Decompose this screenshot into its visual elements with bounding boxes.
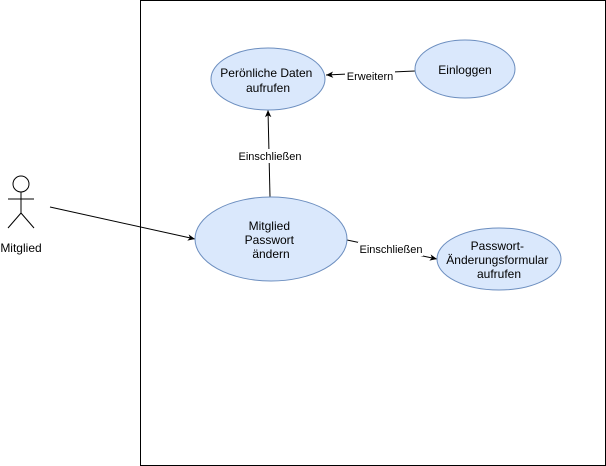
include-right-label: Einschließen bbox=[360, 244, 423, 256]
use-case-personal-data-line-1: Perönliche Daten bbox=[220, 66, 312, 80]
use-case-login-line-1: Einloggen bbox=[438, 63, 491, 77]
use-case-change-form-line-2: Änderungsformular bbox=[446, 253, 548, 267]
actor-left-leg bbox=[7, 212, 22, 229]
use-case-change-password-shape bbox=[194, 196, 348, 282]
use-case-change-form-line-3: aufrufen bbox=[477, 267, 521, 281]
use-case-change-form-shape bbox=[436, 227, 562, 291]
extend-label: Erweitern bbox=[347, 71, 393, 83]
actor-head bbox=[12, 175, 30, 193]
use-case-change-password-label: Mitglied Passwort ändern bbox=[245, 219, 298, 261]
extend-label-background bbox=[345, 70, 395, 83]
use-case-change-form[interactable]: Passwort- Änderungsformular aufrufen bbox=[436, 227, 562, 291]
use-case-change-password[interactable]: Mitglied Passwort ändern bbox=[194, 196, 348, 282]
use-case-change-password-line-3: ändern bbox=[252, 247, 289, 261]
use-case-login-label: Einloggen bbox=[438, 63, 491, 77]
use-case-change-password-line-2: Passwort bbox=[245, 233, 295, 247]
actor-right-leg bbox=[20, 212, 35, 229]
use-case-change-form-label: Passwort- Änderungsformular aufrufen bbox=[446, 239, 551, 281]
include-up-label-background bbox=[237, 149, 302, 163]
association-actor-to-change-password bbox=[49, 206, 196, 241]
use-case-personal-data-label: Perönliche Daten aufrufen bbox=[220, 66, 315, 95]
use-case-personal-data-line-2: aufrufen bbox=[246, 81, 290, 95]
use-case-personal-data[interactable]: Perönliche Daten aufrufen bbox=[210, 47, 326, 111]
include-right-label-background bbox=[358, 242, 423, 256]
use-case-change-form-line-1: Passwort- bbox=[471, 239, 524, 253]
use-case-login[interactable]: Einloggen bbox=[414, 39, 516, 99]
include-up-label: Einschließen bbox=[239, 151, 302, 163]
use-case-personal-data-shape bbox=[210, 47, 326, 111]
actor-mitglied[interactable]: Mitglied bbox=[0, 175, 42, 255]
actor-label: Mitglied bbox=[0, 241, 41, 255]
use-case-login-shape bbox=[414, 39, 516, 99]
use-case-change-password-line-1: Mitglied bbox=[249, 219, 290, 233]
